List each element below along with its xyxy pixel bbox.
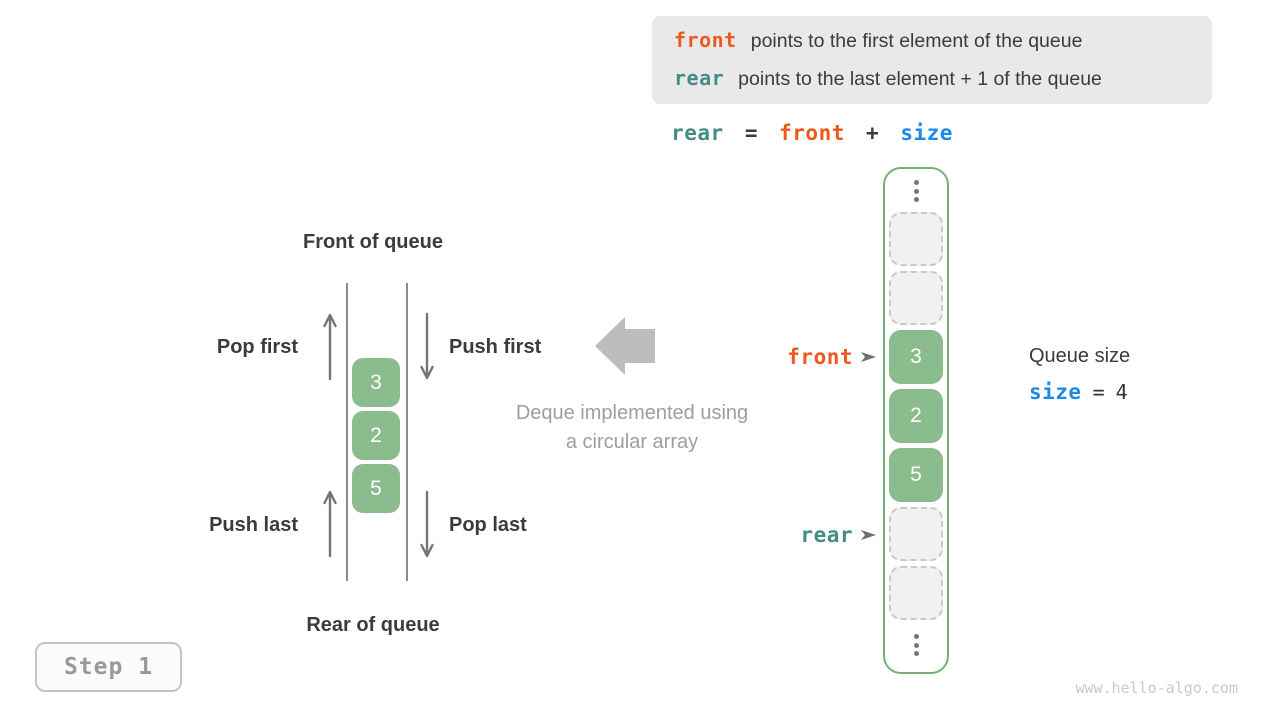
- down-arrow-icon: [420, 312, 434, 380]
- queue-element: 2: [352, 411, 400, 460]
- down-arrow-icon: [420, 490, 434, 558]
- front-definition-text: points to the first element of the queue: [750, 30, 1083, 52]
- caption-line-1: Deque implemented using: [515, 402, 749, 424]
- formula-front: front: [779, 121, 845, 145]
- queue-size-value: size = 4: [1029, 380, 1128, 404]
- ellipsis-icon: [909, 180, 923, 202]
- rear-formula: rear = front + size: [652, 121, 972, 145]
- size-equals: =: [1092, 380, 1105, 404]
- front-pointer: front: [690, 345, 876, 369]
- queue-left-wall: [346, 283, 348, 581]
- left-block-arrow-icon: [595, 317, 655, 375]
- rear-of-queue-label: Rear of queue: [306, 614, 440, 636]
- front-definition: front points to the first element of the…: [674, 24, 1212, 58]
- queue-right-wall: [406, 283, 408, 581]
- rear-definition: rear points to the last element + 1 of t…: [674, 62, 1212, 96]
- push-last-label: Push last: [209, 514, 298, 536]
- array-cell-empty: [889, 212, 943, 266]
- pop-last-label: Pop last: [449, 514, 527, 536]
- queue-size-title: Queue size: [1029, 345, 1131, 367]
- watermark: www.hello-algo.com: [1075, 679, 1238, 697]
- front-of-queue-label: Front of queue: [303, 231, 443, 253]
- array-cell: 5: [889, 448, 943, 502]
- diagram-caption: Deque implemented using a circular array: [492, 399, 772, 457]
- front-pointer-label: front: [787, 345, 853, 369]
- array-cell-empty: [889, 271, 943, 325]
- size-variable: size: [1029, 380, 1082, 404]
- push-first-label: Push first: [449, 336, 542, 358]
- ellipsis-icon: [909, 634, 923, 656]
- formula-size: size: [900, 121, 953, 145]
- size-value: 4: [1115, 380, 1128, 404]
- array-cell-front: 3: [889, 330, 943, 384]
- step-badge: Step 1: [35, 642, 182, 692]
- up-arrow-icon: [323, 313, 337, 381]
- right-arrowhead-icon: [861, 530, 876, 540]
- rear-definition-text: points to the last element + 1 of the qu…: [738, 68, 1102, 90]
- rear-term: rear: [674, 66, 725, 90]
- queue-element: 3: [352, 358, 400, 407]
- front-term: front: [674, 28, 737, 52]
- pop-first-label: Pop first: [216, 336, 298, 358]
- right-arrowhead-icon: [861, 352, 876, 362]
- array-cell-empty: [889, 566, 943, 620]
- rear-pointer-label: rear: [800, 523, 853, 547]
- formula-rear: rear: [671, 121, 724, 145]
- up-arrow-icon: [323, 490, 337, 558]
- queue-element: 5: [352, 464, 400, 513]
- formula-plus: +: [866, 121, 880, 145]
- array-cell-rear: [889, 507, 943, 561]
- caption-line-2: a circular array: [565, 431, 699, 453]
- pointer-definition-box: front points to the first element of the…: [652, 16, 1212, 104]
- formula-equals: =: [744, 121, 758, 145]
- array-cell: 2: [889, 389, 943, 443]
- rear-pointer: rear: [690, 523, 876, 547]
